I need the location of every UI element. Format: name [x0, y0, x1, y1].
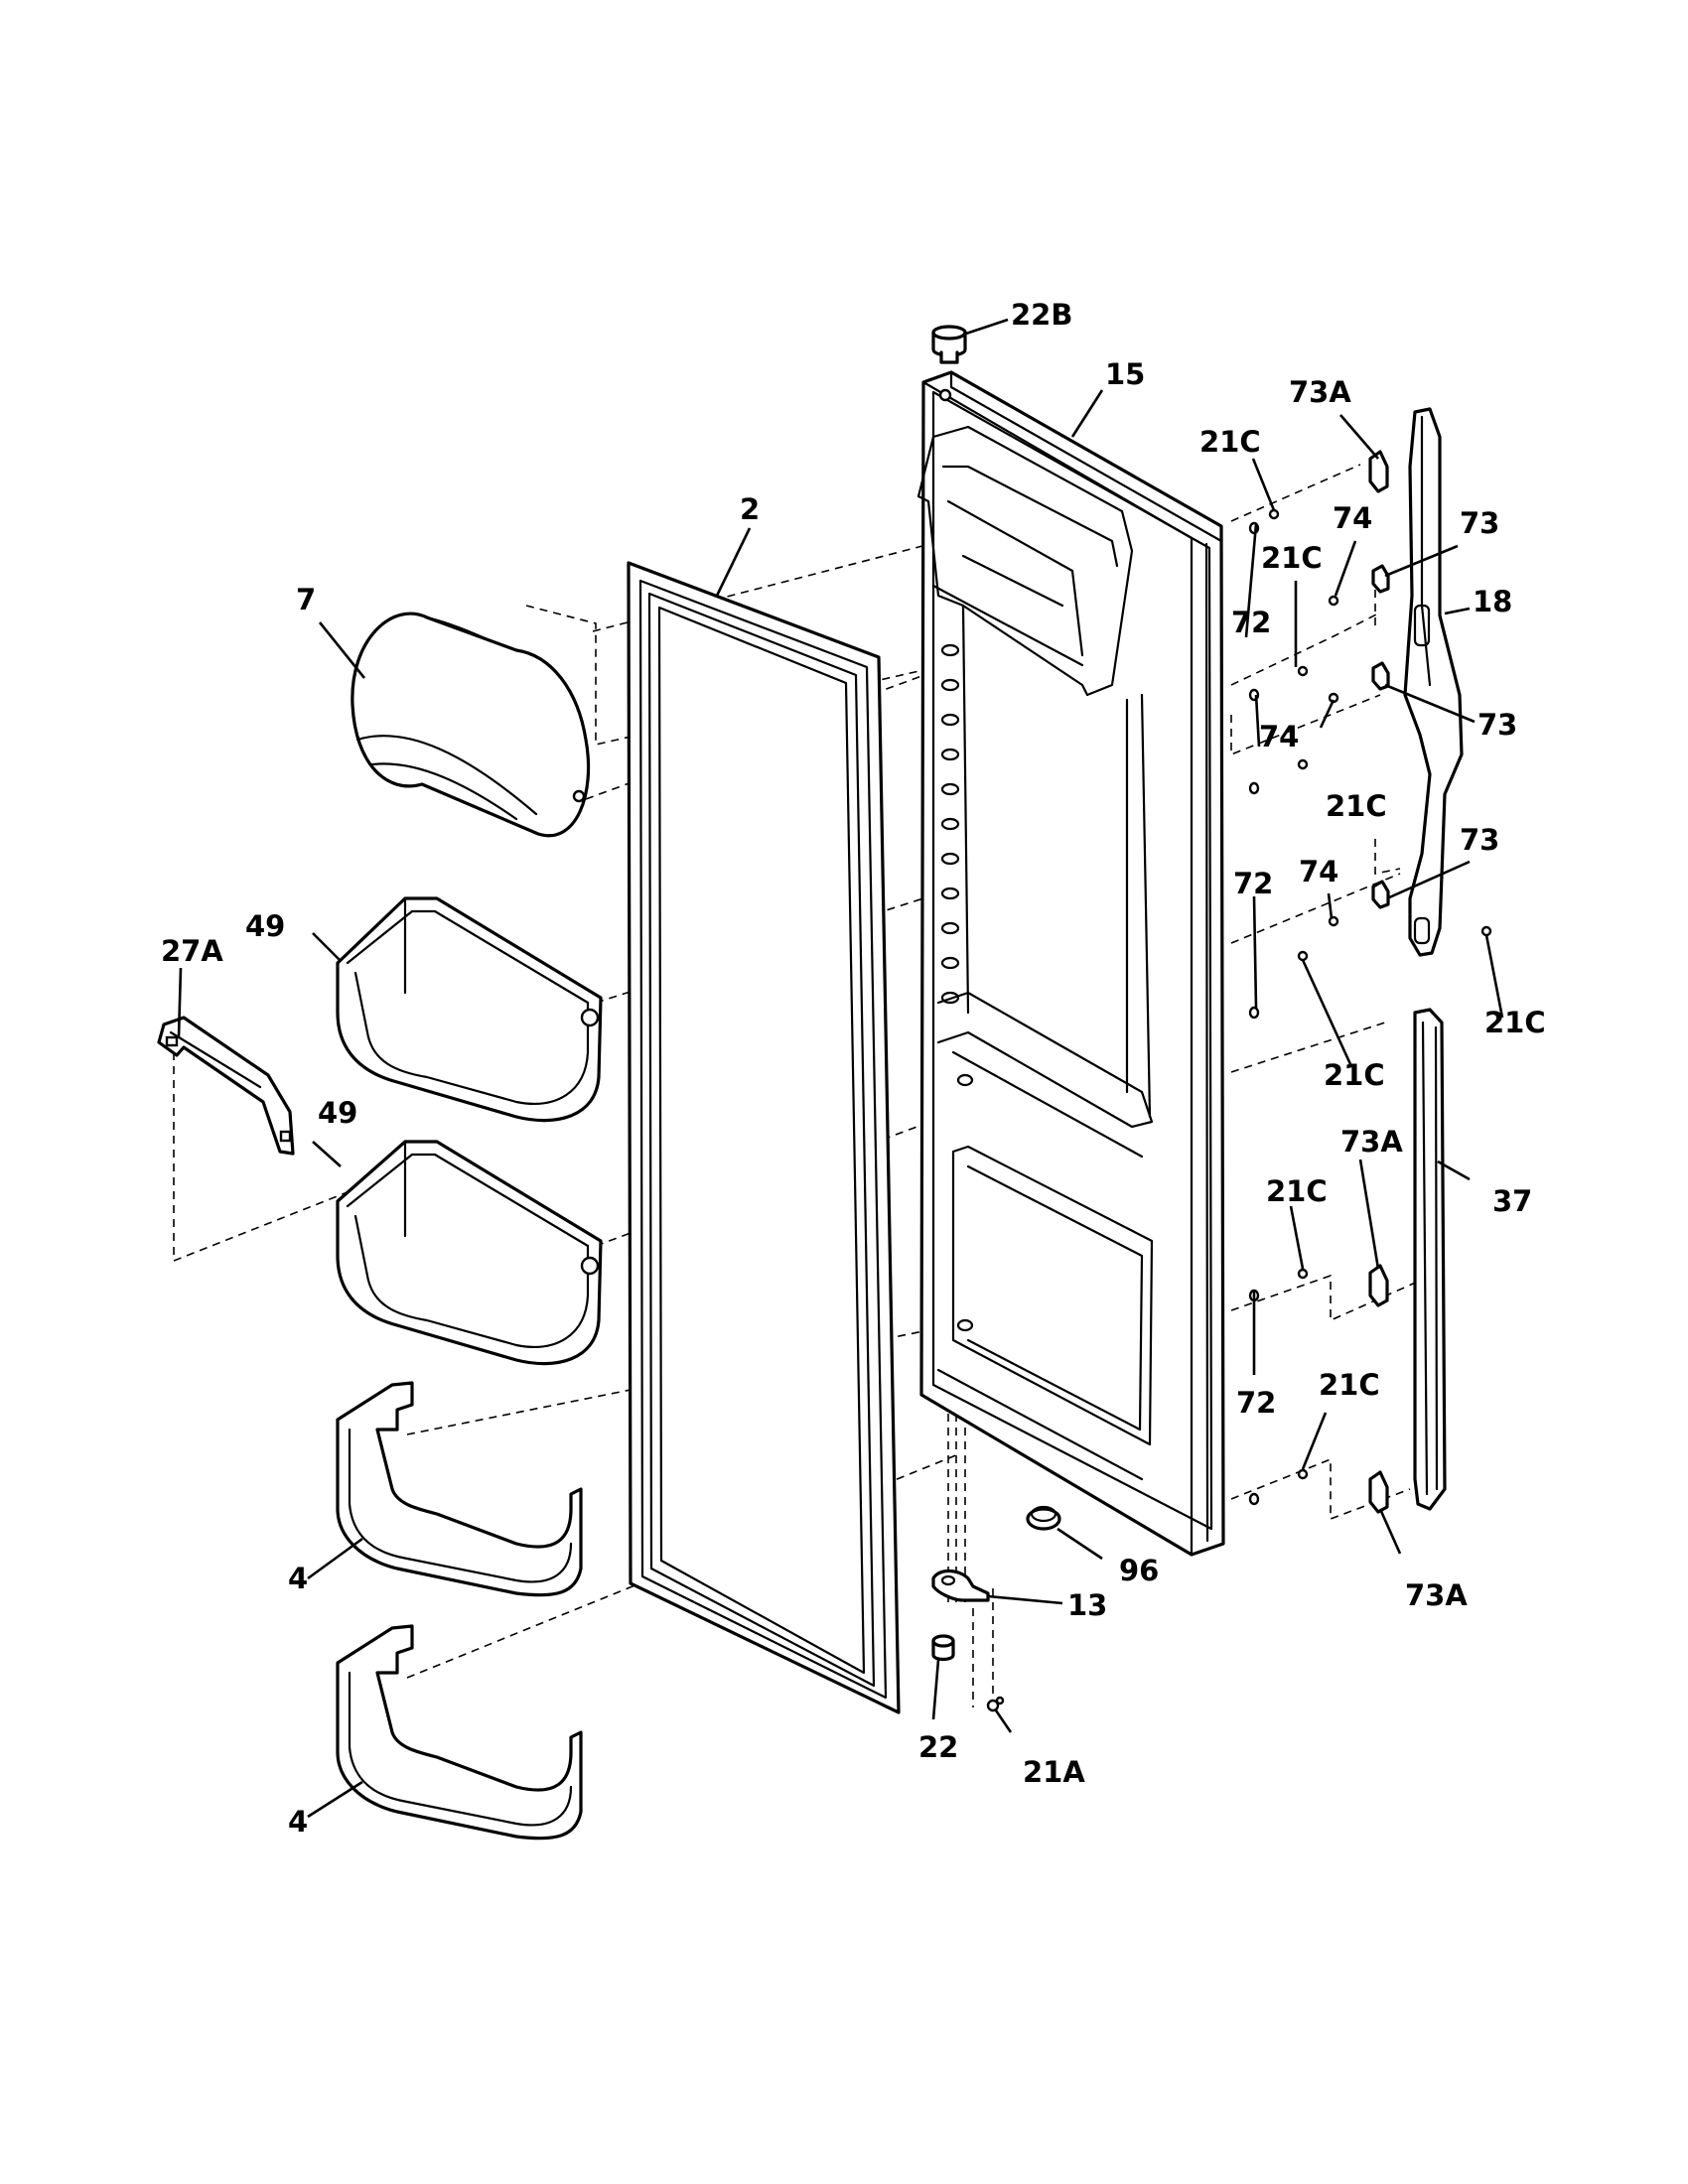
callout-73A-top: 73A — [1289, 375, 1351, 409]
bushing-part-22 — [931, 1634, 955, 1662]
trim-part-27A — [157, 1016, 295, 1156]
clip-part-73-1 — [1371, 564, 1390, 594]
callout-21C-6: 21C — [1266, 1174, 1328, 1208]
callout-22B: 22B — [1011, 298, 1072, 332]
callout-73-1: 73 — [1460, 506, 1499, 540]
callout-37: 37 — [1492, 1184, 1532, 1218]
callout-2: 2 — [740, 492, 760, 526]
callout-96: 96 — [1119, 1554, 1159, 1587]
callout-72-1: 72 — [1231, 606, 1271, 639]
callout-21C-3: 21C — [1326, 789, 1387, 823]
callout-18: 18 — [1473, 585, 1512, 618]
callout-21C-5: 21C — [1324, 1058, 1385, 1092]
door-shelf-part-4-lower — [336, 1624, 583, 1841]
callout-15: 15 — [1105, 357, 1145, 391]
handle-part-18 — [1403, 407, 1464, 957]
door-shelf-part-4-upper — [336, 1381, 583, 1597]
callout-21C-2: 21C — [1261, 541, 1323, 575]
callout-21C-7: 21C — [1319, 1368, 1380, 1402]
hinge-part-13 — [931, 1569, 990, 1602]
clip-part-73A-bottom — [1368, 1470, 1389, 1514]
callout-73-2: 73 — [1477, 708, 1517, 742]
callout-4-2: 4 — [288, 1805, 308, 1839]
trim-part-37 — [1413, 1008, 1447, 1511]
callout-73A-bottom: 73A — [1405, 1578, 1468, 1612]
clip-part-73A-mid — [1368, 1264, 1389, 1307]
callout-21C-1: 21C — [1199, 425, 1261, 459]
callout-72-3: 72 — [1236, 1386, 1276, 1420]
dairy-cover-part-7 — [351, 612, 591, 838]
callout-13: 13 — [1067, 1588, 1107, 1622]
callout-73A-mid: 73A — [1340, 1125, 1403, 1159]
door-gasket-part-2 — [627, 561, 901, 1714]
plug-part-96 — [1026, 1505, 1061, 1531]
callout-22: 22 — [918, 1730, 958, 1764]
callout-labels: 22B 15 73A 21C 2 74 73 21C 18 7 72 74 73… — [161, 298, 1546, 1839]
callout-72-2: 72 — [1233, 867, 1273, 900]
callout-27A: 27A — [161, 934, 223, 968]
callout-74-3: 74 — [1299, 855, 1338, 888]
clip-part-73A-top — [1368, 450, 1389, 493]
callout-49-1: 49 — [245, 909, 285, 943]
leader-lines — [177, 318, 1504, 1819]
callout-21A: 21A — [1023, 1755, 1085, 1789]
callout-74-2: 74 — [1259, 720, 1299, 753]
door-bin-part-49-upper — [336, 896, 603, 1123]
callout-4-1: 4 — [288, 1562, 308, 1595]
door-liner-part-15 — [916, 370, 1225, 1557]
clip-part-73-3 — [1371, 880, 1390, 909]
screw-part-21A — [986, 1696, 1005, 1712]
door-bin-part-49-lower — [336, 1140, 603, 1366]
callout-74-1: 74 — [1333, 501, 1372, 535]
callout-21C-4: 21C — [1484, 1006, 1546, 1039]
liner-dimples — [940, 643, 960, 1005]
callout-73-3: 73 — [1460, 823, 1499, 857]
fasteners — [1248, 508, 1492, 1506]
callout-49-2: 49 — [318, 1096, 357, 1130]
cap-part-22B — [931, 325, 967, 364]
callout-7: 7 — [296, 583, 316, 616]
